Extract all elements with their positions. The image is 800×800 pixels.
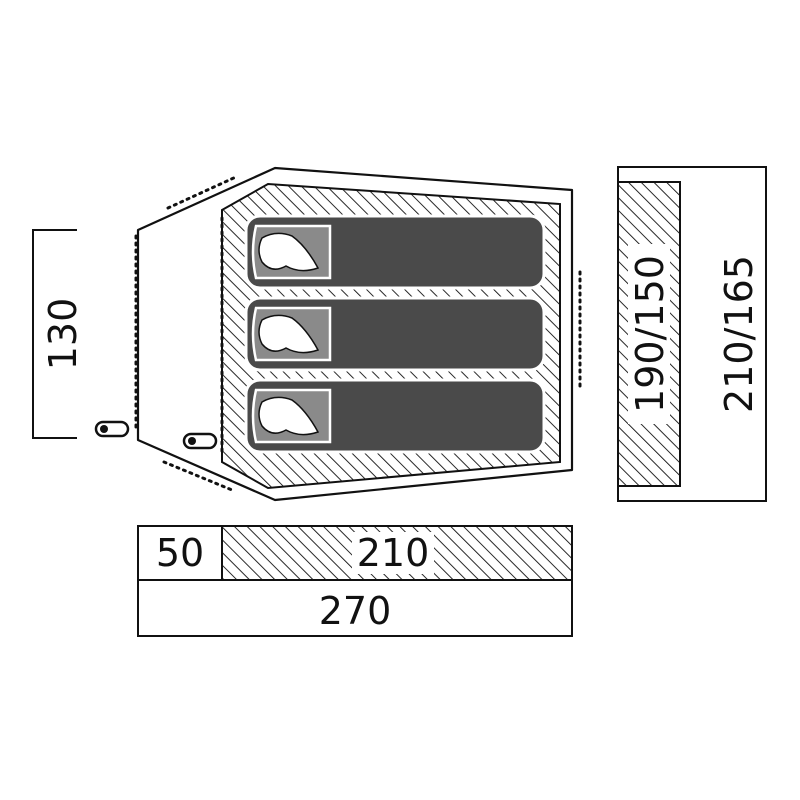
inner-length-label: 210 bbox=[357, 531, 430, 575]
sleeping-bag bbox=[244, 214, 546, 290]
sleeping-bags bbox=[244, 214, 546, 454]
vestibule-depth-label: 50 bbox=[156, 531, 204, 575]
tent-peg-icon bbox=[182, 432, 218, 450]
total-width-label: 210/165 bbox=[717, 255, 761, 413]
door-zipper-lines bbox=[134, 174, 582, 492]
height-dimension-bracket bbox=[32, 229, 77, 439]
sleeping-bag bbox=[244, 378, 546, 454]
tent-peg-icon bbox=[94, 420, 130, 438]
sleeper-head-icon bbox=[258, 314, 320, 354]
sleeping-bag bbox=[244, 296, 546, 372]
total-length-label: 270 bbox=[319, 589, 392, 633]
sleeper-head-icon bbox=[258, 232, 320, 272]
sleeper-head-icon bbox=[258, 396, 320, 436]
inner-width-label: 190/150 bbox=[628, 255, 672, 413]
height-dimension-label: 130 bbox=[41, 298, 85, 371]
